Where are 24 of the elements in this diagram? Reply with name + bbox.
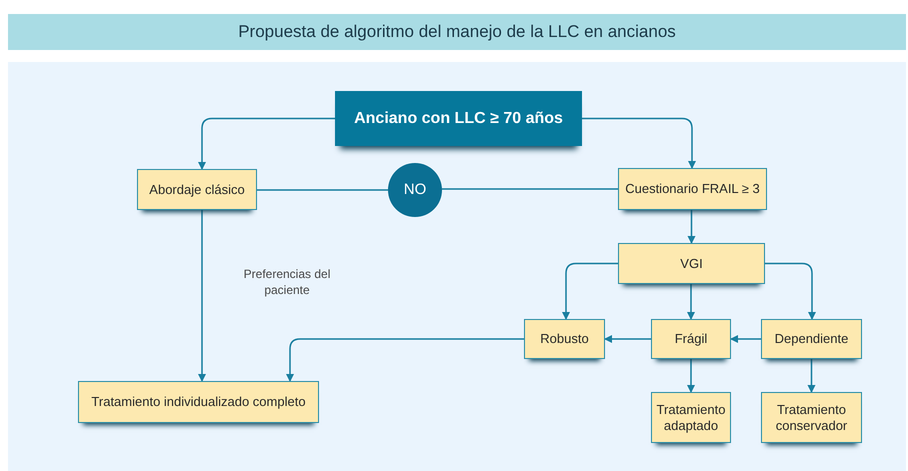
start-box: Anciano con LLC ≥ 70 años — [335, 91, 582, 146]
arrow — [604, 335, 651, 343]
process-box: Tratamiento individualizado completo — [78, 381, 319, 423]
process-box: Cuestionario FRAIL ≥ 3 — [618, 168, 767, 210]
arrow — [198, 210, 206, 382]
process-box: Frágil — [651, 319, 731, 359]
note-text: Preferencias del paciente — [242, 266, 332, 298]
process-box: Abordaje clásico — [137, 169, 257, 210]
arrow — [730, 335, 761, 343]
arrow — [808, 359, 816, 393]
arrow — [688, 210, 696, 244]
arrow — [765, 262, 816, 320]
arrow — [562, 262, 618, 320]
process-box: Robusto — [524, 319, 605, 359]
process-box: Dependiente — [761, 319, 862, 359]
process-box: Tratamiento conservador — [761, 392, 862, 443]
process-box: VGI — [618, 243, 765, 284]
title-banner: Propuesta de algoritmo del manejo de la LLC en ancianos — [8, 14, 906, 50]
arrow — [687, 359, 695, 393]
arrow — [286, 338, 524, 382]
process-box: Tratamiento adaptado — [651, 392, 731, 443]
arrow — [198, 118, 335, 170]
arrow — [582, 118, 696, 169]
arrow — [687, 284, 695, 320]
